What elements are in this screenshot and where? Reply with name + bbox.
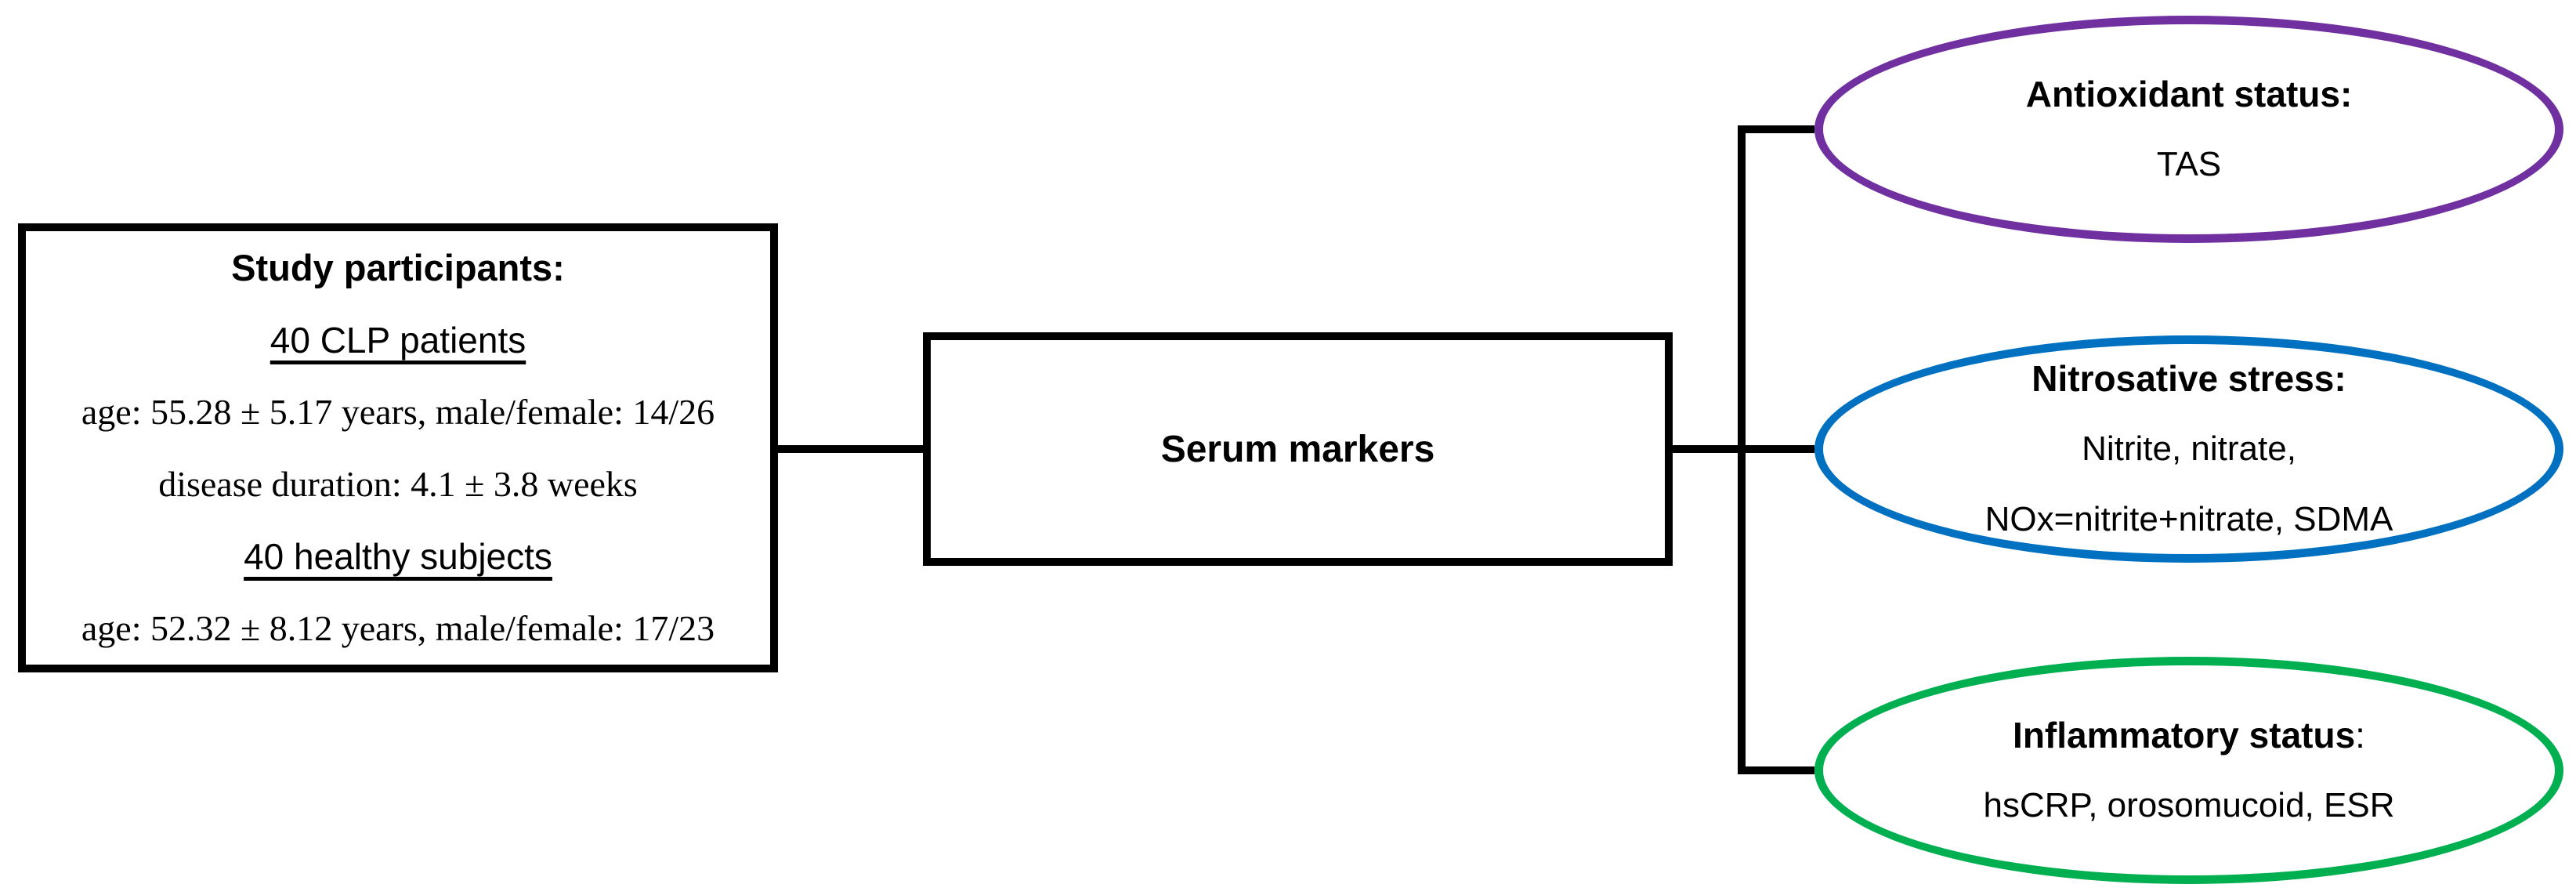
nitrosative-stress-ellipse: Nitrosative stress: Nitrite, nitrate, NO… [1814,335,2563,563]
antioxidant-status-title: Antioxidant status: [2025,74,2353,114]
connector-participants-to-serum [778,445,923,453]
inflammatory-status-title-text: Inflammatory status [2013,715,2356,755]
antioxidant-status-ellipse: Antioxidant status: TAS [1814,16,2563,243]
branch-stub-top [1746,125,1814,133]
clp-patients-heading: 40 CLP patients [270,319,526,361]
healthy-subjects-heading: 40 healthy subjects [244,535,552,577]
clp-patients-demographics: age: 55.28 ± 5.17 years, male/female: 14… [81,391,715,432]
serum-markers-box: Serum markers [923,332,1673,566]
nitrosative-stress-title: Nitrosative stress: [2031,358,2346,399]
participants-title: Study participants: [231,246,565,288]
nitrosative-stress-markers-line2: NOx=nitrite+nitrate, SDMA [1984,500,2393,538]
disease-duration-line: disease duration: 4.1 ± 3.8 weeks [158,463,638,504]
antioxidant-status-markers: TAS [2156,145,2222,183]
inflammatory-status-title: Inflammatory status: [2013,700,2365,770]
serum-markers-label: Serum markers [1160,428,1435,470]
healthy-demographics: age: 52.32 ± 8.12 years, male/female: 17… [81,607,715,648]
branch-stub-bottom [1746,766,1814,774]
nitrosative-stress-markers-line1: Nitrite, nitrate, [2082,429,2296,468]
inflammatory-status-markers: hsCRP, orosomucoid, ESR [1983,786,2395,824]
study-participants-box: Study participants: 40 CLP patients age:… [18,223,778,672]
inflammatory-status-title-colon: : [2355,715,2365,755]
inflammatory-status-ellipse: Inflammatory status: hsCRP, orosomucoid,… [1814,657,2563,884]
branch-trunk [1738,125,1746,774]
